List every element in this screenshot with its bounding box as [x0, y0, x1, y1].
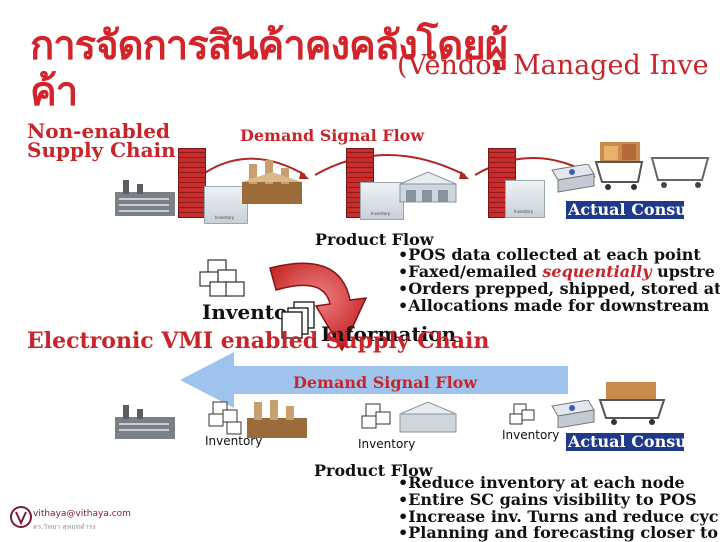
shopping-cart-icon-bottom — [598, 380, 668, 426]
bottom-bullet-reduce-inventory: •Reduce inventory at each node — [398, 474, 685, 491]
top-bullet-orders: •Orders prepped, shipped, stored at — [398, 280, 720, 297]
bottom-bullet-visibility: •Entire SC gains visibility to POS — [398, 491, 697, 508]
bottom-inventory-label-3: Inventory — [502, 428, 559, 442]
top-bullet-faxed: •Faxed/emailed sequentially upstre — [398, 263, 715, 280]
factory-icon-bottom — [115, 405, 175, 439]
inventory-boxes-icon-bottom-2 — [360, 400, 400, 434]
inventory-box-label: Inventory — [215, 215, 234, 220]
top-actual-consumer-demand-badge: Actual Consumer Demand — [566, 201, 684, 219]
shopping-cart-icon — [594, 140, 648, 192]
inventory-box-label-3: Inventory — [514, 209, 533, 214]
top-bullet-pos-data: •POS data collected at each point — [398, 246, 701, 263]
distribution-center-icon — [398, 170, 458, 204]
bottom-inventory-label-1: Inventory — [205, 434, 262, 448]
bottom-bullet-planning: •Planning and forecasting closer to — [398, 524, 718, 541]
top-demand-signal-flow-label: Demand Signal Flow — [240, 126, 424, 145]
vithaya-logo-icon — [10, 506, 32, 528]
inventory-box-label-2: Inventory — [371, 211, 390, 216]
distribution-center-icon-bottom — [398, 400, 458, 434]
bottom-demand-signal-flow-label: Demand Signal Flow — [293, 373, 477, 392]
page-title-english: (Vendor Managed Inve — [397, 50, 709, 81]
consumer-cart-icon-2 — [648, 150, 720, 190]
vmi-enabled-supply-chain-label: Electronic VMI enabled Supply Chain — [27, 330, 347, 352]
footer-sub: ดร.วิทยา สุหฤทดำรง — [33, 522, 96, 533]
page-title-thai-line2: ค้า — [30, 72, 77, 112]
factory-icon — [115, 180, 175, 216]
inventory-box-icon-3: Inventory — [505, 180, 545, 218]
store-truck-icon-bottom — [548, 400, 596, 428]
top-bullet-allocations: •Allocations made for downstream — [398, 297, 709, 314]
store-truck-icon — [548, 164, 596, 194]
plant-icon — [237, 160, 305, 206]
footer-email: vithaya@vithaya.com — [33, 509, 131, 519]
bottom-actual-consumer-demand-badge: Actual Consumer Demand — [566, 433, 684, 451]
warehouse-rack-icon — [178, 148, 206, 218]
bottom-inventory-label-2: Inventory — [358, 437, 415, 451]
inventory-boxes-icon-bottom-1 — [205, 400, 247, 436]
